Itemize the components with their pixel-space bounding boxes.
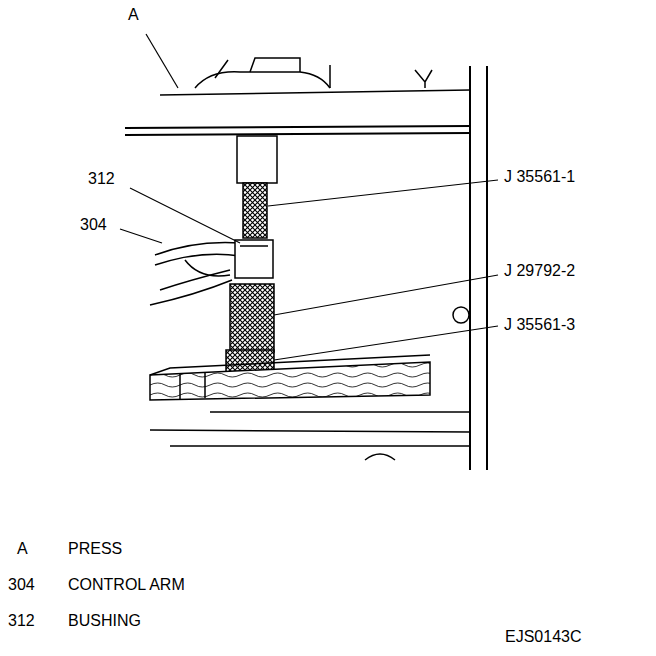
legend-key: 312 (8, 612, 35, 630)
tool-number: J 29792-2 (504, 262, 575, 280)
legend-key: 304 (8, 576, 35, 594)
tool-number: J 35561-1 (504, 168, 575, 186)
callout-number: 304 (80, 216, 107, 234)
figure-code: EJS0143C (505, 628, 582, 646)
part-letter: A (128, 6, 139, 24)
legend-text: BUSHING (68, 612, 141, 630)
legend-text: CONTROL ARM (68, 576, 185, 594)
legend-text: PRESS (68, 540, 122, 558)
callout-number: 312 (88, 170, 115, 188)
legend-key: A (17, 540, 28, 558)
tool-number: J 35561-3 (504, 316, 575, 334)
